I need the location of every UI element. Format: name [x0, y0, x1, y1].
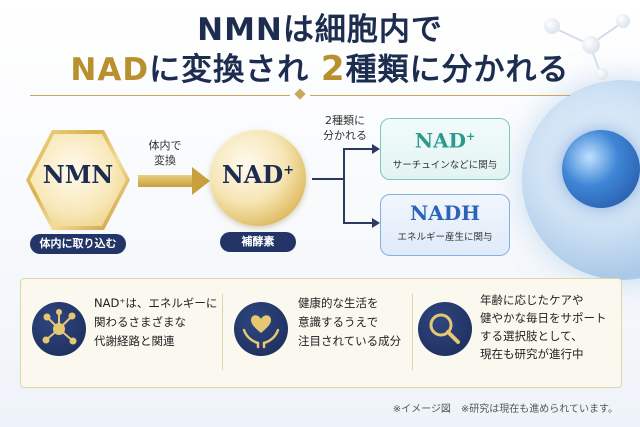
convert-arrow-shaft: [138, 175, 194, 187]
title-converted: に変換され: [149, 52, 310, 88]
molecule-atom: [596, 68, 608, 80]
title-split: に分かれる: [409, 52, 570, 88]
feature-2-line-2: 意識するうえで: [298, 315, 379, 329]
heart-hands-icon: [234, 302, 288, 356]
cell-nucleus: [562, 130, 640, 208]
feature-1-line-2: 関わるさまざまな: [94, 315, 186, 329]
convert-label-line2: 変換: [154, 154, 176, 167]
nad-caption: 補酵素: [220, 232, 296, 252]
molecule-atom: [582, 36, 600, 54]
nmn-caption: 体内に取り込む: [30, 234, 126, 254]
footnote: ※イメージ図 ※研究は現在も進められています。: [392, 404, 618, 415]
result-nad-plus-label: NAD: [414, 128, 466, 153]
result-nad-plus-box: NAD+ サーチュインなどに関与: [380, 118, 510, 180]
convert-label: 体内で 変換: [140, 138, 190, 168]
feature-1-line-3: 代謝経路と関連: [94, 334, 175, 348]
title-divider-left: [30, 95, 290, 96]
nad-superscript: +: [283, 163, 295, 178]
convert-arrow-head: [192, 167, 210, 195]
nad-circle: [210, 130, 306, 226]
result-nad-plus-superscript: +: [465, 130, 476, 143]
result-nadh-box: NADH エネルギー産生に関与: [380, 194, 510, 256]
title-divider-right: [310, 95, 570, 96]
result-nad-plus-title: NAD+: [381, 125, 509, 153]
result-nadh-sub: エネルギー産生に関与: [397, 232, 493, 243]
feature-3-line-1: 年齢に応じたケアや: [480, 293, 584, 307]
molecule-atom: [616, 14, 630, 28]
molecule-network-icon: [32, 302, 86, 356]
branch-label: 2種類に 分かれる: [315, 113, 375, 143]
result-nad-plus-sub: サーチュインなどに関与: [392, 159, 498, 171]
feature-2-text: 健康的な生活を 意識するうえで 注目されている成分: [298, 294, 401, 351]
title-nad: NAD: [70, 52, 150, 88]
branch-label-line1: 2種類に: [325, 114, 365, 127]
magnifier-icon: [418, 302, 472, 356]
feature-separator: [412, 294, 413, 370]
branch-line-vertical: [343, 148, 345, 224]
feature-3-line-4: 現在も研究が進行中: [480, 347, 584, 361]
molecule-atom: [544, 18, 560, 34]
nad-label-text: NAD: [221, 160, 284, 189]
feature-1-line-1: NAD⁺は、エネルギーに: [94, 296, 218, 310]
feature-3-line-2: 健やかな毎日をサポート: [480, 311, 607, 325]
branch-arrow-top: [372, 144, 380, 154]
feature-2-line-3: 注目されている成分: [298, 334, 402, 348]
convert-label-line1: 体内で: [148, 139, 182, 152]
branch-label-line2: 分かれる: [323, 129, 367, 142]
feature-2-line-1: 健康的な生活を: [298, 296, 379, 310]
branch-line-bottom: [343, 222, 373, 224]
branch-line-main: [312, 178, 344, 180]
branch-line-top: [343, 148, 373, 150]
title-types: 種類: [345, 52, 410, 88]
feature-3-text: 年齢に応じたケアや 健やかな毎日をサポート する選択肢として、 現在も研究が進行…: [480, 291, 607, 363]
title-line-1: NMNは細胞内で: [197, 12, 443, 48]
feature-1-text: NAD⁺は、エネルギーに 関わるさまざまな 代謝経路と関連: [94, 294, 217, 351]
title-line-2: NADに変換され 2種類に分かれる: [0, 44, 640, 89]
feature-separator: [222, 294, 223, 370]
title-diamond: [294, 88, 306, 100]
feature-3-line-3: する選択肢として、: [480, 329, 583, 343]
nad-label: NAD+: [210, 160, 306, 189]
result-nadh-title: NADH: [409, 201, 481, 225]
info-panel: [20, 278, 622, 388]
branch-arrow-bottom: [372, 218, 380, 228]
nmn-label: NMN: [42, 160, 114, 189]
title-number: 2: [320, 49, 346, 89]
